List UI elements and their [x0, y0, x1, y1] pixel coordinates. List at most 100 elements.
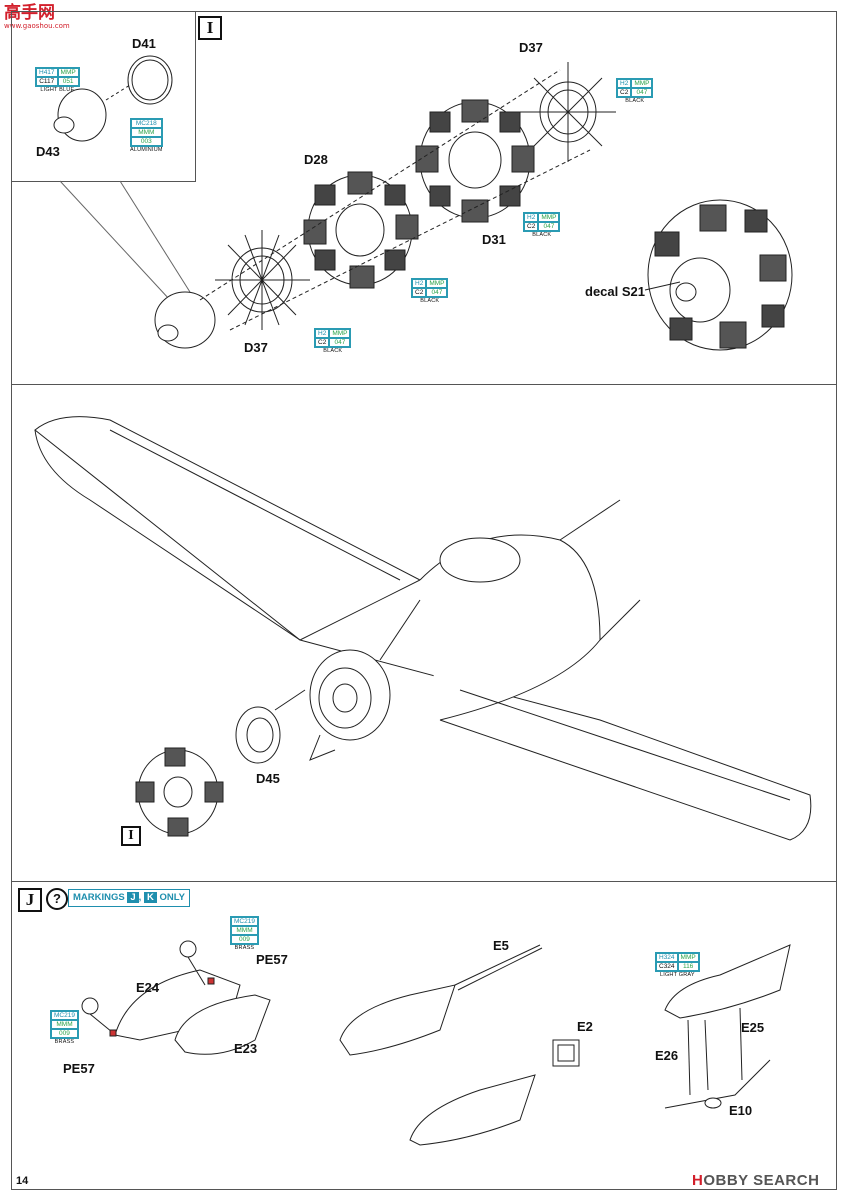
paint-code: 051	[57, 77, 79, 86]
paint-code: MMM	[131, 128, 162, 137]
inset-frame	[11, 11, 196, 182]
part-label-e5: E5	[493, 938, 509, 953]
part-d31-cylinders	[415, 99, 535, 223]
paint-code: H417	[36, 68, 58, 77]
paint-code: C117	[36, 77, 58, 86]
paint-name: BLACK	[323, 348, 343, 354]
paint-name: LIGHT GRAY	[659, 972, 695, 978]
paint-code: 047	[538, 222, 560, 231]
assembly-arrow	[274, 689, 306, 711]
part-bomb-rack	[664, 944, 791, 1109]
paint-code: C2	[524, 222, 539, 231]
part-label-decal-s21: decal S21	[585, 284, 645, 299]
paint-callout-black: H2 MMP C2 047 BLACK	[411, 278, 449, 305]
footer-brand-h: H	[692, 1172, 704, 1189]
assembly-line	[199, 69, 561, 301]
callout-line	[119, 180, 196, 301]
part-crankcase	[154, 291, 216, 349]
part-label-d37-top: D37	[519, 40, 543, 55]
part-label-e25: E25	[741, 1020, 765, 1035]
paint-code: H2	[412, 279, 427, 288]
paint-name: BLACK	[625, 98, 645, 104]
paint-code: MMP	[677, 953, 699, 962]
paint-code: MC219	[51, 1011, 78, 1020]
paint-code: H2	[617, 79, 632, 88]
paint-name: BRASS	[54, 1039, 75, 1045]
decal-pointer	[644, 281, 681, 291]
paint-code: 047	[631, 88, 653, 97]
divider-step-i	[11, 384, 836, 385]
paint-callout-light-blue: H417 MMP C117 051 LIGHT BLUE	[35, 67, 80, 94]
part-e5-bomb	[339, 944, 543, 1056]
paint-name: ALUMINIUM	[130, 147, 163, 153]
watermark-url: www.gaoshou.com	[4, 22, 70, 30]
page-number: 14	[16, 1175, 29, 1187]
markings-sep: ,	[138, 892, 142, 903]
part-label-d28: D28	[304, 152, 328, 167]
aircraft-airframe	[34, 416, 812, 841]
paint-code: MMP	[538, 213, 560, 222]
paint-code: MMP	[329, 329, 351, 338]
footer-brand: HOBBY SEARCH	[692, 1172, 819, 1189]
part-engine-small	[135, 747, 224, 837]
part-label-pe57-bottom: PE57	[63, 1061, 95, 1076]
paint-callout-light-gray: H324 MMP C324 116 LIGHT GRAY	[655, 952, 700, 979]
paint-code: H2	[524, 213, 539, 222]
paint-name: BLACK	[420, 298, 440, 304]
paint-callout-black: H2 MMP C2 047 BLACK	[314, 328, 352, 355]
part-label-e10: E10	[729, 1103, 753, 1118]
paint-code: MMP	[57, 68, 79, 77]
markings-prefix: MARKINGS	[73, 892, 125, 903]
paint-code: MMP	[426, 279, 448, 288]
part-label-d41: D41	[132, 36, 156, 51]
part-d37-upper	[520, 62, 616, 162]
paint-callout-black: H2 MMP C2 047 BLACK	[523, 212, 561, 239]
marking-k-badge: K	[143, 892, 157, 903]
paint-code: 009	[231, 935, 258, 944]
callout-line	[59, 180, 171, 301]
paint-code: MC218	[131, 119, 162, 128]
paint-name: BRASS	[234, 945, 255, 951]
paint-code: 116	[677, 962, 699, 971]
paint-code: MC219	[231, 917, 258, 926]
part-d45-ring	[235, 706, 281, 764]
part-label-e2: E2	[577, 1019, 593, 1034]
paint-code: MMM	[231, 926, 258, 935]
help-icon: ?	[46, 888, 68, 910]
step-badge-j: J	[18, 888, 42, 912]
paint-callout-brass: MC219 MMM 009 BRASS	[50, 1010, 79, 1046]
part-label-e26: E26	[655, 1048, 679, 1063]
markings-suffix: ONLY	[159, 892, 185, 903]
paint-callout-brass: MC219 MMM 009 BRASS	[230, 916, 259, 952]
part-d28-cylinders	[303, 171, 419, 289]
paint-code: C2	[412, 288, 427, 297]
part-label-e24: E24	[136, 980, 160, 995]
part-label-d37-bottom: D37	[244, 340, 268, 355]
divider-step-j	[11, 881, 836, 882]
paint-code: 047	[426, 288, 448, 297]
part-label-d43: D43	[36, 144, 60, 159]
markings-note: MARKINGS J, K ONLY	[68, 889, 190, 907]
paint-code: C2	[617, 88, 632, 97]
paint-code: MMP	[631, 79, 653, 88]
watermark-title: 高手网	[4, 3, 55, 23]
footer-brand-rest: OBBY SEARCH	[703, 1172, 820, 1189]
part-e24-e23-tanks	[81, 940, 271, 1055]
paint-callout-aluminium: MC218 MMM 003 ALUMINIUM	[130, 118, 163, 154]
paint-code: H324	[656, 953, 678, 962]
step-badge-i-ref: I	[121, 826, 141, 846]
part-engine-complete	[647, 199, 793, 351]
paint-code: MMM	[51, 1020, 78, 1029]
paint-code: H2	[315, 329, 330, 338]
paint-name: LIGHT BLUE	[40, 87, 75, 93]
step-badge-i: I	[198, 16, 222, 40]
part-d43-cap	[53, 84, 131, 142]
paint-code: 009	[51, 1029, 78, 1038]
paint-code: 047	[329, 338, 351, 347]
part-label-e23: E23	[234, 1041, 258, 1056]
paint-name: BLACK	[532, 232, 552, 238]
marking-j-badge: J	[127, 892, 139, 903]
part-d41-ring	[127, 55, 173, 105]
watermark: 高手网 www.gaoshou.com	[4, 4, 74, 30]
